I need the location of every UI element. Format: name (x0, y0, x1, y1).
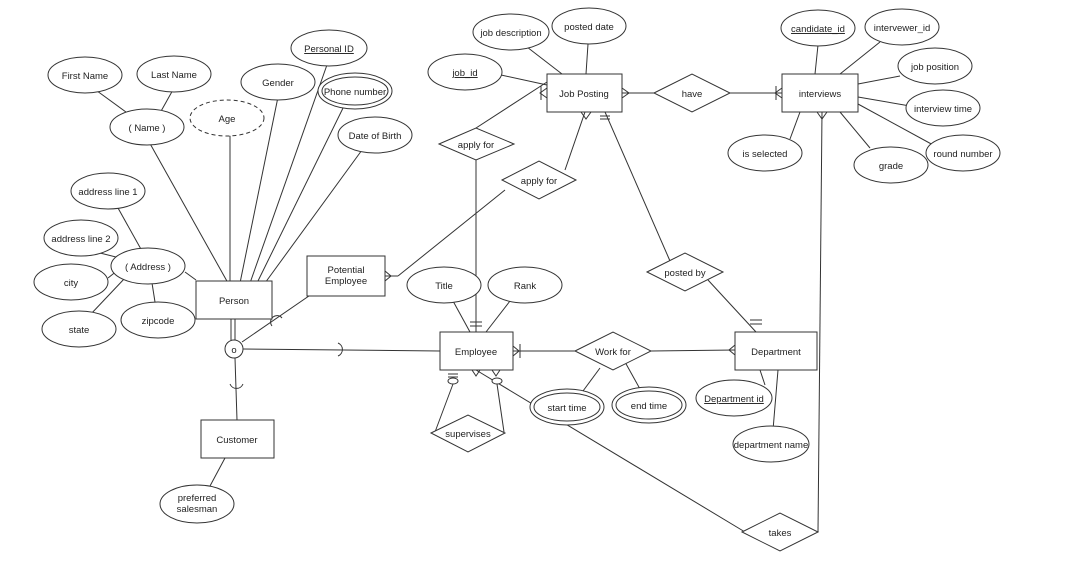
attribute-job-id-key[interactable]: job_id (427, 53, 503, 91)
entity-person[interactable]: Person (195, 280, 273, 320)
attribute-zipcode[interactable]: zipcode (120, 301, 196, 339)
entity-label: Person (219, 296, 249, 307)
entity-interviews[interactable]: interviews (781, 73, 859, 113)
relationship-label: apply for (458, 140, 494, 151)
svg-text:grade: grade (879, 161, 903, 172)
relationship-label: supervises (445, 429, 491, 440)
attribute-state[interactable]: state (41, 310, 117, 348)
attribute-gender[interactable]: Gender (240, 63, 316, 101)
svg-text:Rank: Rank (514, 281, 536, 292)
svg-text:intervewer_id: intervewer_id (874, 23, 931, 34)
svg-text:end time: end time (631, 401, 667, 412)
svg-text:First Name: First Name (62, 71, 108, 82)
relationship-label: apply for (521, 176, 557, 187)
attribute-round-number[interactable]: round number (925, 134, 1001, 172)
svg-text:candidate_id: candidate_id (791, 24, 845, 35)
attribute-phone-number-multivalued[interactable]: Phone number (317, 72, 393, 110)
svg-text:Last Name: Last Name (151, 70, 197, 81)
attribute-job-position[interactable]: job position (897, 47, 973, 85)
attribute-personal-id-key[interactable]: Personal ID (290, 29, 368, 67)
svg-text:address line 2: address line 2 (51, 234, 110, 245)
svg-text:interview time: interview time (914, 104, 972, 115)
relationship-takes[interactable]: takes (740, 512, 820, 552)
relationship-label: have (682, 89, 703, 100)
attribute-start-time-multivalued[interactable]: start time (529, 388, 605, 426)
svg-text:( Name ): ( Name ) (129, 123, 166, 134)
attribute-name[interactable]: ( Name ) (109, 108, 185, 146)
specialization-circle: o (224, 339, 244, 359)
attribute-job-description[interactable]: job description (472, 13, 550, 51)
relationship-have[interactable]: have (652, 73, 732, 113)
entity-label: Employee (455, 347, 497, 358)
svg-text:Age: Age (219, 114, 236, 125)
entity-employee[interactable]: Employee (439, 331, 514, 371)
attribute-address-line-2[interactable]: address line 2 (43, 219, 119, 257)
entity-department[interactable]: Department (734, 331, 818, 371)
svg-text:posted date: posted date (564, 22, 614, 33)
relationship-label: posted by (664, 268, 705, 279)
relationship-supervises[interactable]: supervises (429, 414, 507, 453)
svg-text:Title: Title (435, 281, 453, 292)
svg-text:department name: department name (734, 440, 808, 451)
entity-label: interviews (799, 89, 841, 100)
svg-text:round number: round number (933, 149, 992, 160)
svg-text:job description: job description (479, 28, 541, 39)
svg-text:job_id: job_id (451, 68, 477, 79)
attribute-address-line-1[interactable]: address line 1 (70, 172, 146, 210)
attribute-date-of-birth[interactable]: Date of Birth (337, 116, 413, 154)
svg-text:start time: start time (547, 403, 586, 414)
attribute-department-id-key[interactable]: Department id (695, 379, 773, 417)
svg-text:job position: job position (910, 62, 959, 73)
svg-text:is selected: is selected (743, 149, 788, 160)
svg-text:Personal ID: Personal ID (304, 44, 354, 55)
relationship-label: takes (769, 528, 792, 539)
entity-label: Department (751, 347, 801, 358)
attribute-rank[interactable]: Rank (487, 266, 563, 304)
attribute-interviewer-id[interactable]: intervewer_id (864, 8, 940, 46)
attribute-first-name[interactable]: First Name (47, 56, 123, 94)
attribute-end-time-multivalued[interactable]: end time (611, 386, 687, 424)
attribute-city[interactable]: city (33, 263, 109, 301)
attribute-last-name[interactable]: Last Name (136, 55, 212, 93)
attribute-grade[interactable]: grade (853, 146, 929, 184)
entity-label: Job Posting (559, 89, 609, 100)
attribute-title[interactable]: Title (406, 266, 482, 304)
svg-text:address line 1: address line 1 (78, 187, 137, 198)
relationship-apply-for-1[interactable]: apply for (437, 127, 516, 161)
entity-job-posting[interactable]: Job Posting (546, 73, 623, 113)
attribute-department-name[interactable]: department name (732, 425, 810, 463)
svg-text:Date of Birth: Date of Birth (349, 131, 402, 142)
attribute-address[interactable]: ( Address ) (110, 247, 186, 285)
attribute-interview-time[interactable]: interview time (905, 89, 981, 127)
relationship-apply-for-2[interactable]: apply for (500, 160, 578, 200)
attribute-is-selected[interactable]: is selected (727, 134, 803, 172)
attribute-posted-date[interactable]: posted date (551, 7, 627, 45)
svg-text:Phone number: Phone number (324, 87, 386, 98)
svg-text:Gender: Gender (262, 78, 294, 89)
svg-text:city: city (64, 278, 79, 289)
cardinality-marks (384, 86, 828, 385)
svg-text:state: state (69, 325, 90, 336)
relationship-label: Work for (595, 347, 631, 358)
svg-text:Department id: Department id (704, 394, 764, 405)
attribute-candidate-id-key[interactable]: candidate_id (780, 9, 856, 47)
specialization-symbol: o (231, 345, 236, 356)
svg-text:zipcode: zipcode (142, 316, 175, 327)
relationship-work-for[interactable]: Work for (573, 331, 653, 371)
connector-lines (89, 41, 936, 533)
relationship-posted-by[interactable]: posted by (645, 252, 725, 292)
svg-text:( Address ): ( Address ) (125, 262, 171, 273)
attribute-age-derived[interactable]: Age (189, 99, 265, 137)
entity-label: Customer (216, 435, 257, 446)
entity-customer[interactable]: Customer (200, 419, 275, 459)
